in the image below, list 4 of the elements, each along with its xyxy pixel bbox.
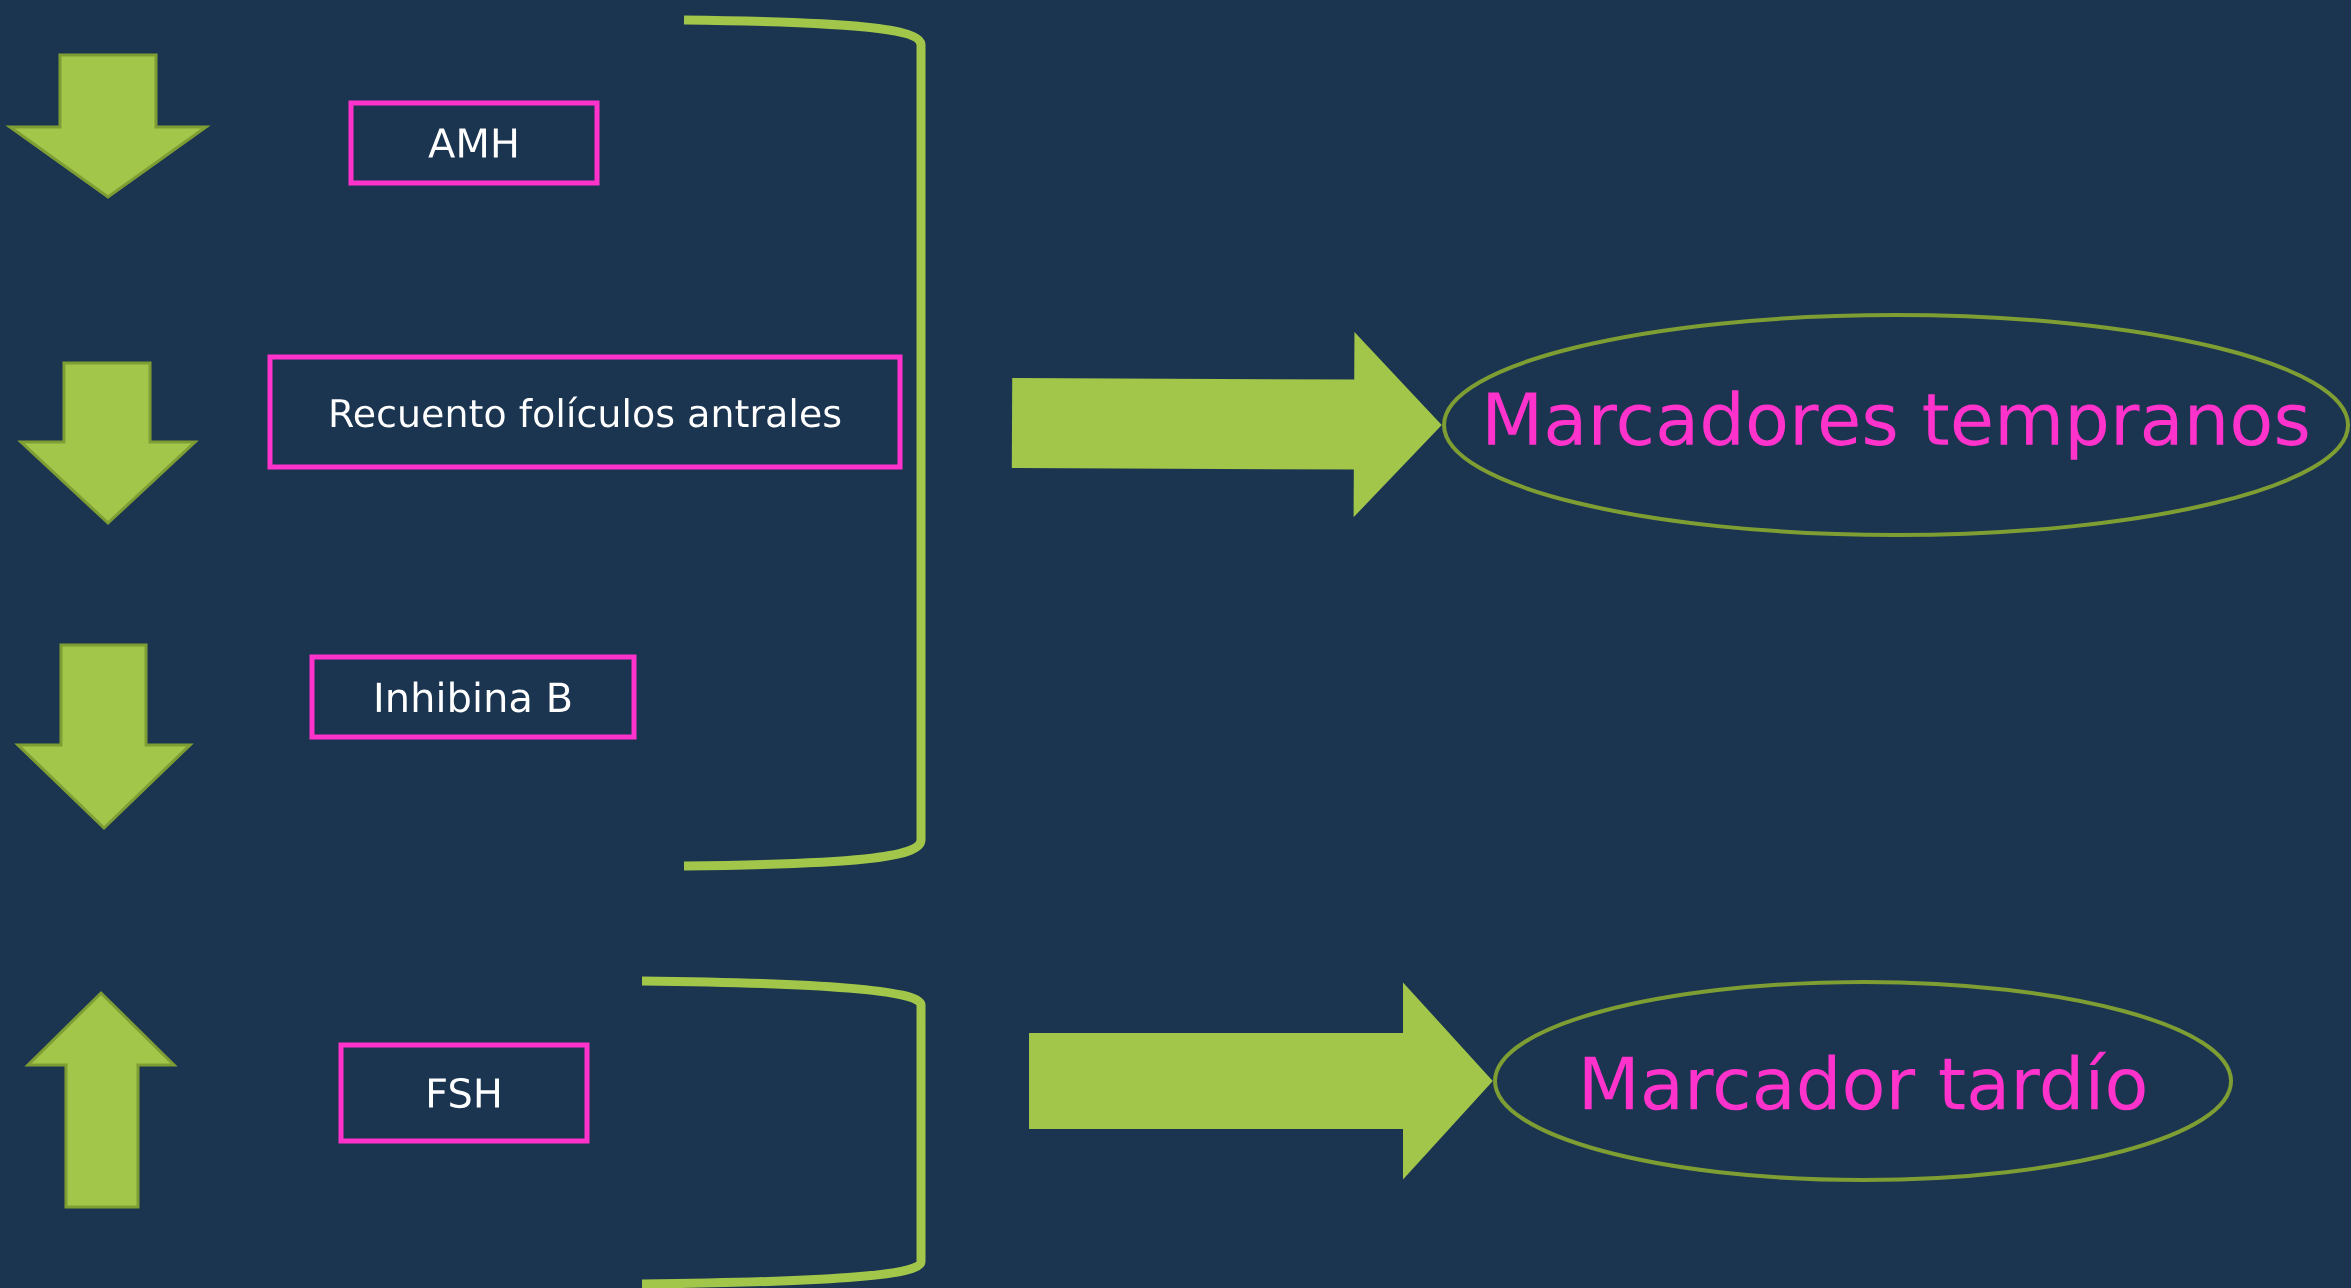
marker-box: FSH [338, 1042, 590, 1144]
marker-box: Inhibina B [309, 654, 637, 740]
marker-box: Recuento folículos antrales [267, 354, 903, 470]
marker-box: AMH [348, 100, 600, 186]
